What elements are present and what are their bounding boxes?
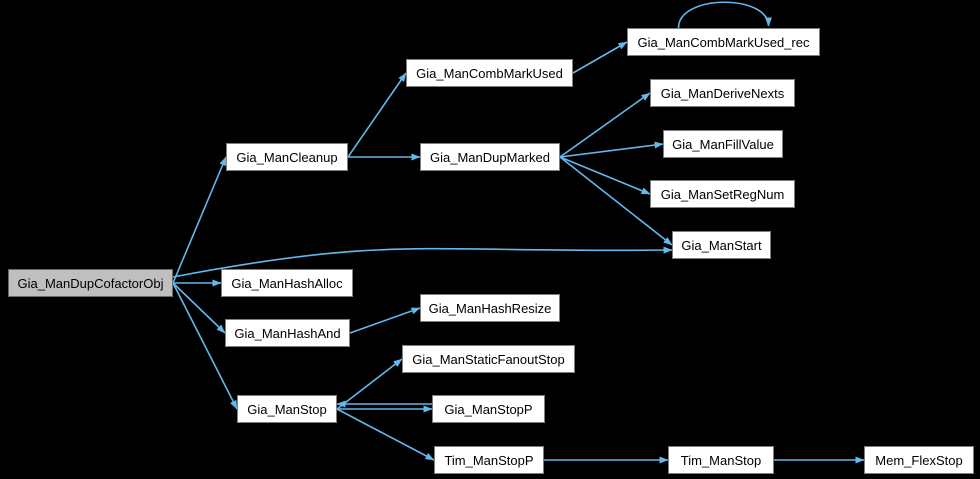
graph-node-label: Gia_ManStaticFanoutStop	[412, 351, 565, 367]
graph-edge-combmarkrec-to-combmarkrec	[677, 1, 772, 29]
graph-node-label: Tim_ManStopP	[444, 452, 534, 468]
graph-node-label: Mem_FlexStop	[875, 452, 963, 468]
graph-node-label: Gia_ManCleanup	[236, 149, 338, 165]
graph-node-label: Gia_ManHashAlloc	[231, 275, 343, 291]
graph-edge-combmarkused-to-combmarkrec	[572, 41, 628, 74]
graph-node-label: Gia_ManStop	[247, 401, 327, 417]
graph-node-setregnum[interactable]: Gia_ManSetRegNum	[650, 180, 795, 208]
graph-node-combmarkrec[interactable]: Gia_ManCombMarkUsed_rec	[627, 28, 820, 56]
graph-node-hashresize[interactable]: Gia_ManHashResize	[420, 294, 560, 322]
graph-edge-dupcofactorobj-to-hashand	[172, 282, 226, 334]
graph-node-combmarkused[interactable]: Gia_ManCombMarkUsed	[406, 59, 573, 87]
graph-edge-dupmarked-to-derivenexts	[559, 92, 651, 158]
graph-edge-hashand-to-hashresize	[349, 307, 421, 334]
graph-node-fillvalue[interactable]: Gia_ManFillValue	[663, 130, 783, 158]
graph-node-label: Gia_ManHashAnd	[234, 325, 341, 341]
graph-node-memflexstop[interactable]: Mem_FlexStop	[864, 446, 974, 474]
graph-edge-manstop-to-staticfanout	[336, 358, 403, 410]
graph-node-manstopp[interactable]: Gia_ManStopP	[432, 395, 545, 423]
graph-node-label: Gia_ManCombMarkUsed	[416, 65, 563, 81]
graph-edge-dupcofactorobj-to-manstart	[172, 246, 673, 278]
graph-node-cleanup[interactable]: Gia_ManCleanup	[226, 143, 348, 171]
graph-edge-cleanup-to-combmarkused	[347, 72, 407, 158]
graph-edge-manstop-to-timmanstopp	[336, 408, 435, 461]
graph-node-hashalloc[interactable]: Gia_ManHashAlloc	[221, 269, 353, 297]
graph-node-label: Gia_ManDeriveNexts	[660, 85, 785, 101]
graph-node-label: Gia_ManFillValue	[672, 136, 774, 152]
graph-node-label: Gia_ManDupMarked	[430, 149, 550, 165]
graph-edge-dupcofactorobj-to-cleanup	[172, 156, 227, 284]
graph-node-label: Gia_ManDupCofactorObj	[17, 275, 164, 291]
graph-node-label: Gia_ManHashResize	[428, 300, 552, 316]
graph-edge-dupmarked-to-setregnum	[559, 156, 651, 195]
graph-node-label: Gia_ManCombMarkUsed_rec	[637, 34, 810, 50]
graph-node-hashand[interactable]: Gia_ManHashAnd	[225, 319, 350, 347]
graph-node-timmanstopp[interactable]: Tim_ManStopP	[434, 446, 544, 474]
graph-edge-dupmarked-to-fillvalue	[559, 141, 664, 158]
graph-node-manstop[interactable]: Gia_ManStop	[237, 395, 337, 423]
graph-node-manstart[interactable]: Gia_ManStart	[672, 231, 771, 259]
graph-node-derivenexts[interactable]: Gia_ManDeriveNexts	[650, 79, 795, 107]
graph-edge-dupmarked-to-manstart	[559, 156, 673, 246]
graph-node-dupmarked[interactable]: Gia_ManDupMarked	[420, 143, 560, 171]
graph-node-timmanstop[interactable]: Tim_ManStop	[668, 446, 774, 474]
graph-node-label: Gia_ManSetRegNum	[660, 186, 785, 202]
graph-node-label: Gia_ManStart	[681, 237, 762, 253]
graph-edge-dupcofactorobj-to-manstop	[172, 282, 238, 410]
graph-node-staticfanout[interactable]: Gia_ManStaticFanoutStop	[402, 345, 575, 373]
graph-node-label: Gia_ManStopP	[444, 401, 533, 417]
graph-node-label: Tim_ManStop	[680, 452, 762, 468]
graph-node-dupcofactorobj[interactable]: Gia_ManDupCofactorObj	[8, 269, 173, 297]
